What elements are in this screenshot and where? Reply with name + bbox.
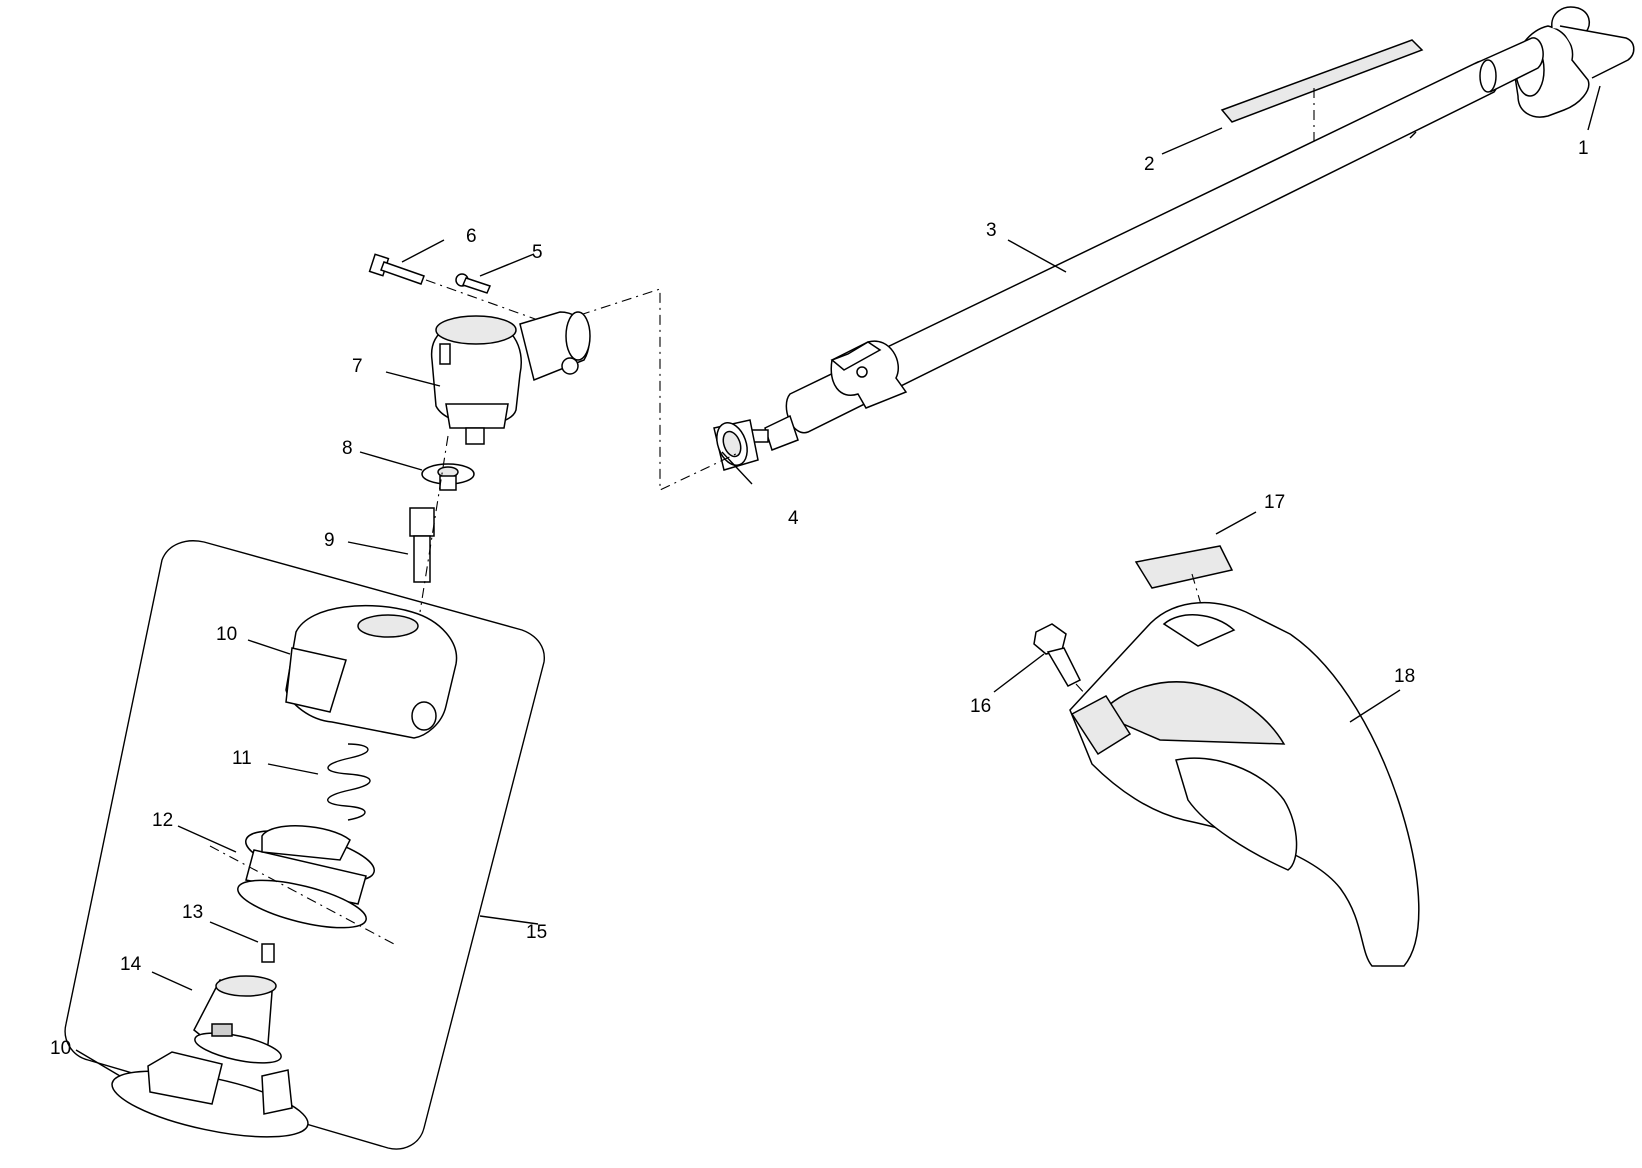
part-12-spool: [237, 825, 375, 929]
part-4-bushing: [713, 419, 759, 471]
alignment-line: [579, 288, 741, 491]
callout-12: 12: [152, 810, 173, 831]
callout-6: 6: [466, 226, 477, 247]
callout-15: 15: [526, 922, 547, 943]
part-16-bolt: [1033, 623, 1082, 687]
callout-11: 11: [232, 748, 252, 769]
callout-13: 13: [182, 902, 203, 923]
part-14-eyelet: [193, 975, 282, 1064]
part-11-spring: [327, 743, 371, 821]
callout-5: 5: [532, 242, 543, 263]
callout-3: 3: [986, 220, 997, 241]
callout-10-bottom: 10: [50, 1038, 71, 1059]
part-10-bottom-cover: [111, 1051, 309, 1138]
part-8-washer: [421, 463, 475, 491]
callout-2: 2: [1144, 154, 1155, 175]
part-5-screw: [455, 273, 492, 294]
part-13-screw: [261, 943, 275, 963]
callout-14: 14: [120, 954, 142, 975]
leader-lines: [75, 85, 1601, 1077]
callout-17: 17: [1264, 492, 1285, 513]
callout-labels: 1 2 3 4 5 6 7 8 9 10 11 12 13 14 15 10 1…: [50, 138, 1589, 1059]
callout-1: 1: [1578, 138, 1589, 159]
callout-4: 4: [788, 508, 799, 529]
part-15-assembly-outline: [64, 540, 545, 1150]
callout-7: 7: [352, 356, 363, 377]
part-6-screw: [368, 253, 425, 285]
callout-10-top: 10: [216, 624, 237, 645]
part-10-top-cover: [285, 604, 458, 739]
part-18-guard: [1069, 601, 1420, 967]
callout-8: 8: [342, 438, 353, 459]
part-7-gearhead: [430, 311, 591, 445]
part-3-shaft-tube: [745, 37, 1544, 451]
callout-9: 9: [324, 530, 335, 551]
callout-16: 16: [970, 696, 991, 717]
part-9-arbor: [409, 507, 435, 583]
callout-18: 18: [1394, 666, 1415, 687]
